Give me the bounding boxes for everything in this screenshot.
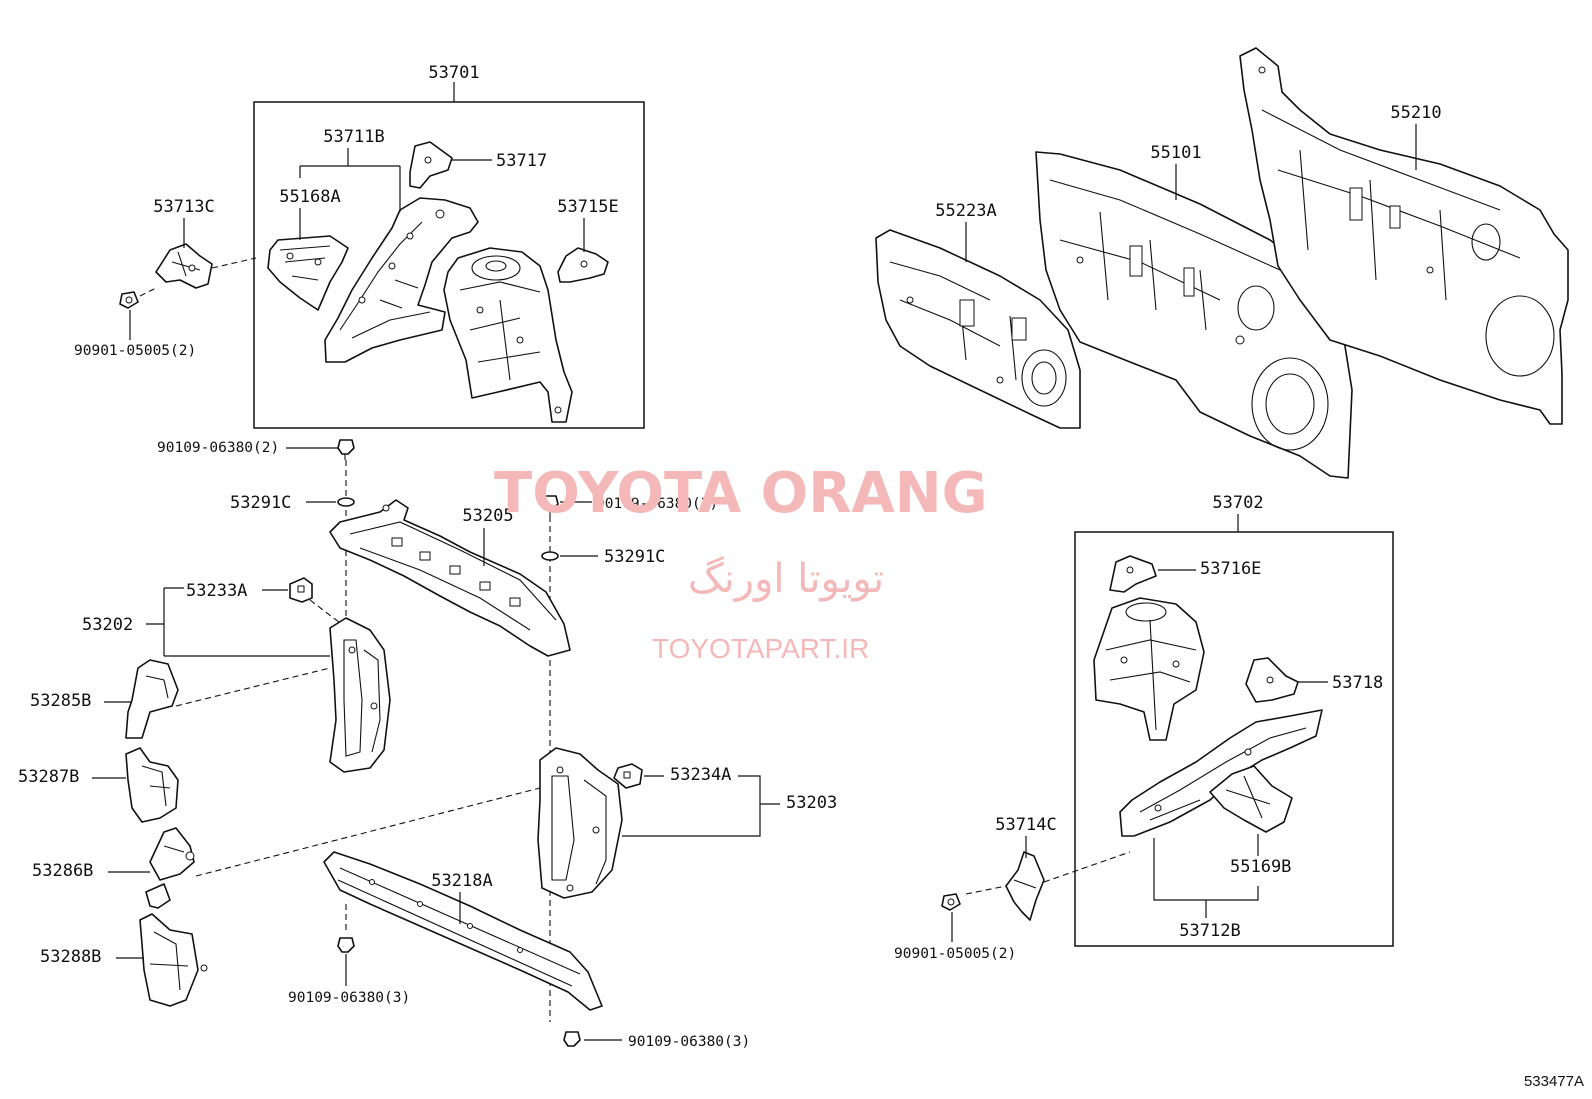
- part-53712B-drawing: [1119, 709, 1323, 837]
- label-53718: 53718: [1332, 673, 1383, 693]
- bolt-90109-b-drawing: [541, 495, 559, 516]
- watermark-url: TOYOTAPART.IR: [652, 633, 869, 664]
- part-53716E-drawing: [1109, 555, 1157, 593]
- part-53205-drawing: [329, 499, 571, 657]
- label-90109-06380-d: 90109-06380(3): [628, 1034, 750, 1050]
- label-53234A: 53234A: [670, 765, 731, 785]
- part-53203-drawing: [537, 747, 623, 899]
- part-53287B-drawing: [125, 747, 179, 823]
- part-right-tower-drawing: [1093, 597, 1205, 741]
- label-53291C-a: 53291C: [230, 493, 291, 513]
- label-53287B: 53287B: [18, 767, 79, 787]
- label-53701: 53701: [428, 63, 479, 83]
- label-53714C: 53714C: [995, 815, 1056, 835]
- washer-53291C-b: [541, 551, 559, 561]
- label-53716E: 53716E: [1200, 559, 1261, 579]
- label-90901-05005-right: 90901-05005(2): [894, 946, 1016, 962]
- group-box-53701: [253, 101, 645, 429]
- bolt-90901-left-drawing: [119, 291, 139, 309]
- bolt-90109-a-drawing: [337, 439, 355, 460]
- bolt-90901-right-drawing: [941, 893, 961, 911]
- label-90901-05005-left: 90901-05005(2): [74, 343, 196, 359]
- part-55169B-drawing: [1209, 765, 1293, 833]
- label-53711B: 53711B: [323, 127, 384, 147]
- bolt-90109-d-drawing: [563, 1031, 581, 1047]
- part-53711B-drawing: [324, 197, 479, 363]
- label-55223A: 55223A: [935, 201, 996, 221]
- bolt-90109-c-drawing: [337, 937, 355, 953]
- part-suspension-tower-drawing: [443, 247, 573, 423]
- label-53286B: 53286B: [32, 861, 93, 881]
- label-53715E: 53715E: [557, 197, 618, 217]
- label-53233A: 53233A: [186, 581, 247, 601]
- part-55210-drawing: [1239, 47, 1569, 425]
- label-53218A: 53218A: [431, 871, 492, 891]
- part-55101-drawing: [1035, 151, 1353, 479]
- part-55168A-drawing: [267, 235, 349, 311]
- part-53234A-drawing: [613, 763, 643, 789]
- washer-53291C-a: [337, 497, 355, 507]
- label-53291C-b: 53291C: [604, 547, 665, 567]
- label-90109-06380-a: 90109-06380(2): [157, 440, 279, 456]
- label-53203: 53203: [786, 793, 837, 813]
- label-55101: 55101: [1150, 143, 1201, 163]
- label-90109-06380-b: 90109-06380(2): [596, 496, 718, 512]
- label-55169B: 55169B: [1230, 857, 1291, 877]
- label-53713C: 53713C: [153, 197, 214, 217]
- label-55210: 55210: [1390, 103, 1441, 123]
- part-53714C-drawing: [1005, 851, 1045, 921]
- part-53717-drawing: [409, 141, 453, 189]
- label-53202: 53202: [82, 615, 133, 635]
- part-53286B-drawing: [149, 827, 195, 881]
- watermark-persian: تویوتا اورنگ: [688, 556, 884, 602]
- group-box-53702: [1074, 531, 1394, 947]
- label-53288B: 53288B: [40, 947, 101, 967]
- label-53205: 53205: [462, 506, 513, 526]
- part-55223A-drawing: [875, 229, 1081, 429]
- label-53717: 53717: [496, 151, 547, 171]
- part-53713C-drawing: [155, 243, 213, 289]
- part-53233A-drawing: [289, 577, 313, 603]
- watermark-title: TOYOTA ORANG: [494, 461, 988, 526]
- label-53702: 53702: [1212, 493, 1263, 513]
- label-53285B: 53285B: [30, 691, 91, 711]
- diagram-code: 533477A: [1524, 1073, 1584, 1090]
- label-55168A: 55168A: [279, 187, 340, 207]
- part-53715E-drawing: [557, 247, 609, 283]
- part-53718-drawing: [1245, 657, 1299, 703]
- part-53202-drawing: [329, 617, 391, 773]
- part-53285B-drawing: [125, 659, 179, 739]
- part-53288B-drawing: [139, 883, 208, 1007]
- label-90109-06380-c: 90109-06380(3): [288, 990, 410, 1006]
- label-53712B: 53712B: [1179, 921, 1240, 941]
